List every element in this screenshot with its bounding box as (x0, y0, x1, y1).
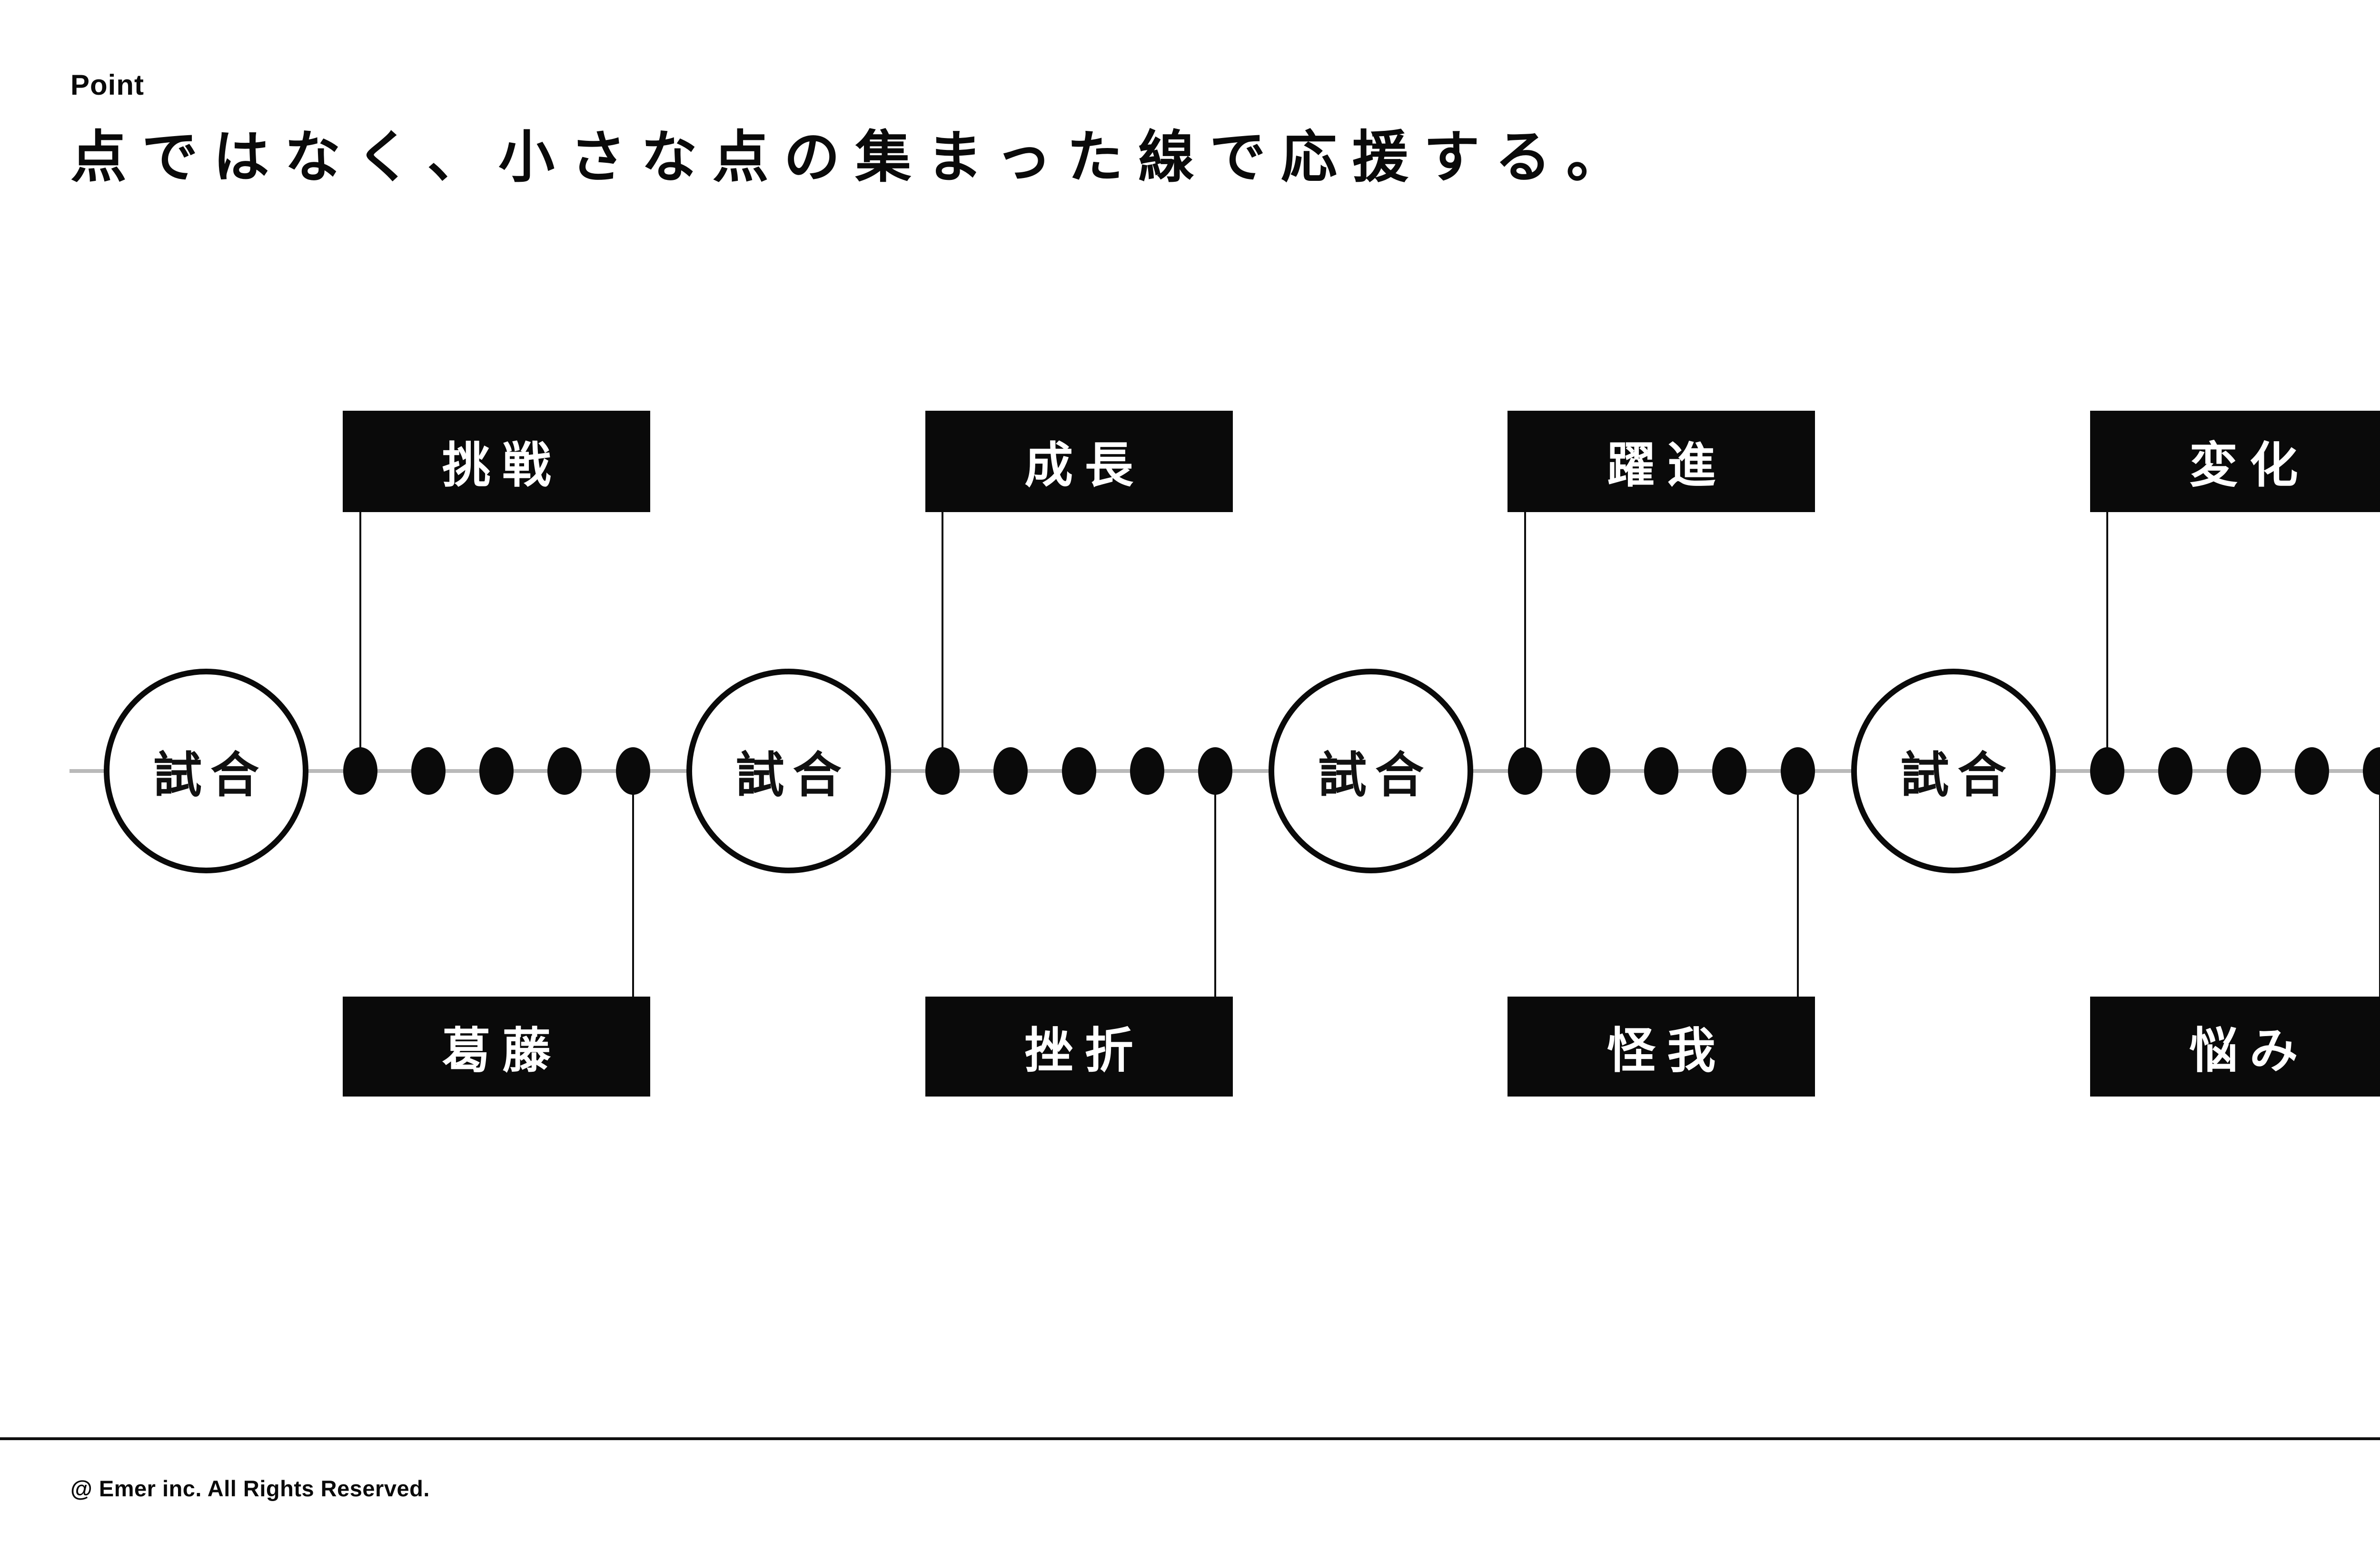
match-node-label: 試合 (1900, 748, 2015, 802)
match-node: 試合 (104, 669, 308, 873)
progress-dot (993, 747, 1028, 795)
progress-dot (411, 747, 446, 795)
progress-dot (2363, 747, 2380, 795)
match-node: 試合 (1851, 669, 2056, 873)
stage-label-top-label: 変化 (2189, 438, 2310, 493)
connector-line-top (1524, 512, 1526, 771)
progress-dot (615, 747, 650, 795)
match-node: 試合 (686, 669, 891, 873)
match-node-label: 試合 (153, 748, 268, 802)
stage-label-bottom: 怪我 (1507, 997, 1815, 1097)
stage-label-top: 躍進 (1507, 411, 1815, 512)
match-node-label: 試合 (1318, 748, 1433, 802)
slide-title: 点ではなく、小さな点の集まった線で応援する。 (70, 126, 1638, 189)
connector-line-bottom (632, 771, 634, 997)
connector-line-bottom (1214, 771, 1216, 997)
progress-dot (1644, 747, 1678, 795)
copyright-text: @ Emer inc. All Rights Reserved. (70, 1476, 430, 1501)
match-node: 試合 (1269, 669, 1473, 873)
footer-divider (0, 1437, 2380, 1440)
stage-label-bottom-label: 葛藤 (442, 1023, 563, 1078)
progress-dot (1780, 747, 1815, 795)
stage-label-top: 成長 (925, 411, 1233, 512)
progress-dot (2090, 747, 2124, 795)
progress-dot (1507, 747, 1542, 795)
stage-label-top: 変化 (2090, 411, 2380, 512)
connector-line-bottom (1796, 771, 1799, 997)
match-node-label: 試合 (735, 748, 851, 802)
progress-dot (925, 747, 960, 795)
progress-dot (2158, 747, 2193, 795)
stage-label-top: 挑戦 (343, 411, 650, 512)
progress-dot (1198, 747, 1232, 795)
progress-dot (1130, 747, 1164, 795)
progress-dot (1576, 747, 1610, 795)
stage-label-bottom: 葛藤 (343, 997, 650, 1097)
stage-label-bottom-label: 悩み (2189, 1023, 2310, 1078)
stage-label-bottom: 悩み (2090, 997, 2380, 1097)
stage-label-top-label: 躍進 (1606, 438, 1727, 493)
connector-line-top (359, 512, 361, 771)
progress-dot (479, 747, 514, 795)
stage-label-top-label: 成長 (1024, 438, 1145, 493)
progress-dot (1061, 747, 1096, 795)
progress-dot (1712, 747, 1747, 795)
progress-dot (2226, 747, 2261, 795)
point-eyebrow: Point (70, 69, 144, 101)
connector-line-top (942, 512, 943, 771)
connector-line-top (2106, 512, 2108, 771)
connector-line-bottom (2379, 771, 2380, 997)
stage-label-bottom-label: 怪我 (1606, 1023, 1727, 1078)
stage-label-top-label: 挑戦 (442, 438, 563, 493)
progress-dot (343, 747, 377, 795)
stage-label-bottom: 挫折 (925, 997, 1233, 1097)
progress-dot (2294, 747, 2329, 795)
progress-dot (547, 747, 582, 795)
stage-label-bottom-label: 挫折 (1024, 1023, 1145, 1078)
